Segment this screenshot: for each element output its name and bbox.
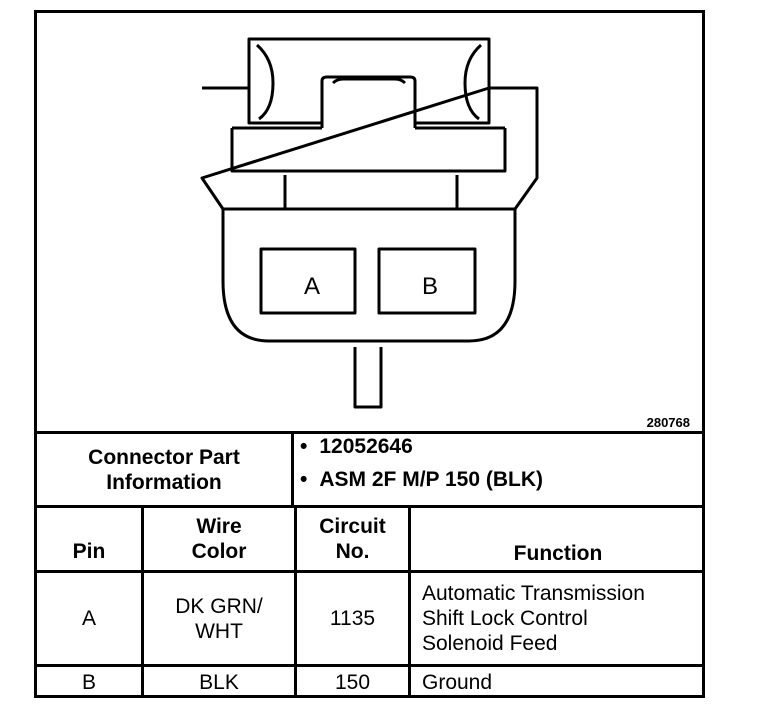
row-a-wire-color-line1: DK GRN/	[175, 594, 263, 618]
row-b-pin: B	[81, 671, 96, 694]
header-wire-color-line1: Wire	[196, 515, 242, 538]
connector-diagram: A B 280768	[37, 13, 702, 434]
part-info-divider	[291, 431, 294, 507]
header-wire-color: Wire Color	[144, 508, 294, 570]
col-divider-2	[294, 505, 297, 698]
row-b-circuit: 150	[334, 671, 371, 694]
part-info-label-line2: Information	[106, 470, 222, 494]
row-b-function: Ground	[422, 671, 493, 694]
row-a-function-line3: Solenoid Feed	[422, 632, 558, 655]
header-circuit-line2: No.	[335, 540, 370, 563]
row-a-function-line2: Shift Lock Control	[422, 607, 588, 630]
row-b-wire-color: BLK	[199, 671, 239, 694]
part-info-items: 12052646 ASM 2F M/P 150 (BLK)	[300, 430, 543, 496]
header-pin: Pin	[72, 539, 106, 563]
part-assembly: ASM 2F M/P 150 (BLK)	[300, 463, 543, 496]
header-function: Function	[513, 541, 603, 565]
part-number: 12052646	[300, 430, 543, 463]
row-a-circuit: 1135	[329, 607, 376, 630]
row-a-wire-color-line2: WHT	[195, 619, 243, 643]
row-a-function: Automatic Transmission Shift Lock Contro…	[422, 573, 702, 664]
header-circuit: Circuit No.	[297, 508, 408, 570]
row-a-wire-color: DK GRN/ WHT	[144, 573, 294, 664]
pin-b-label: B	[422, 273, 438, 300]
figure-number: 280768	[646, 415, 690, 430]
pin-a-label: A	[304, 273, 320, 300]
part-info-bottom-rule	[34, 505, 705, 508]
part-info-label: Connector Part Information	[37, 434, 291, 505]
header-circuit-line1: Circuit	[319, 515, 386, 538]
connector-drawing: A B	[200, 37, 539, 409]
col-divider-1	[141, 505, 144, 698]
row-a-pin: A	[81, 607, 96, 630]
header-bottom-rule	[34, 570, 705, 573]
part-info-label-line1: Connector Part	[88, 445, 240, 469]
col-divider-3	[408, 505, 411, 698]
row-a-bottom-rule	[34, 664, 705, 667]
row-a-function-line1: Automatic Transmission	[422, 582, 645, 605]
header-wire-color-line2: Color	[191, 540, 247, 563]
connector-sheet: A B 280768	[34, 10, 705, 698]
